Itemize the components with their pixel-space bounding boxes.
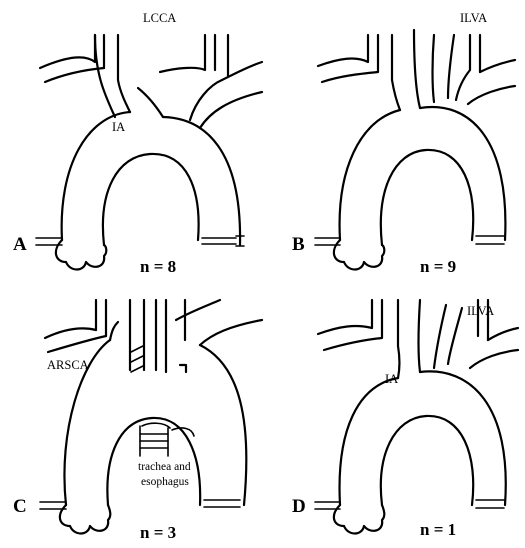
panel-b: ILVA B n = 9 bbox=[292, 11, 515, 276]
panel-a-ia-label: IA bbox=[112, 120, 125, 134]
panel-d-ilva-label: ILVA bbox=[467, 304, 494, 318]
panel-b-count: n = 9 bbox=[420, 257, 456, 276]
panel-c-trachea-label: trachea and bbox=[138, 461, 191, 473]
panel-a-count: n = 8 bbox=[140, 257, 176, 276]
panel-c-esophagus-label: esophagus bbox=[141, 476, 189, 488]
panel-a: LCCA IA A n = 8 bbox=[13, 11, 262, 276]
panel-a-letter: A bbox=[13, 234, 27, 255]
panel-d-ia-label: IA bbox=[385, 372, 398, 386]
panel-c: ARSCA trachea and esophagus C n = 3 bbox=[13, 300, 262, 542]
panel-c-arsca-label: ARSCA bbox=[47, 358, 89, 372]
panel-c-letter: C bbox=[13, 496, 27, 517]
panel-b-letter: B bbox=[292, 234, 305, 255]
panel-d-count: n = 1 bbox=[420, 520, 456, 539]
panel-b-arch bbox=[315, 30, 515, 270]
panel-d-letter: D bbox=[292, 496, 306, 517]
panel-b-ilva-label: ILVA bbox=[460, 11, 487, 25]
panel-c-count: n = 3 bbox=[140, 523, 176, 542]
panel-c-arch bbox=[40, 300, 262, 534]
panel-d: ILVA IA D n = 1 bbox=[292, 300, 518, 539]
panel-a-arch bbox=[36, 35, 262, 270]
panel-a-lcca-label: LCCA bbox=[143, 11, 176, 25]
panel-d-arch bbox=[315, 300, 518, 534]
